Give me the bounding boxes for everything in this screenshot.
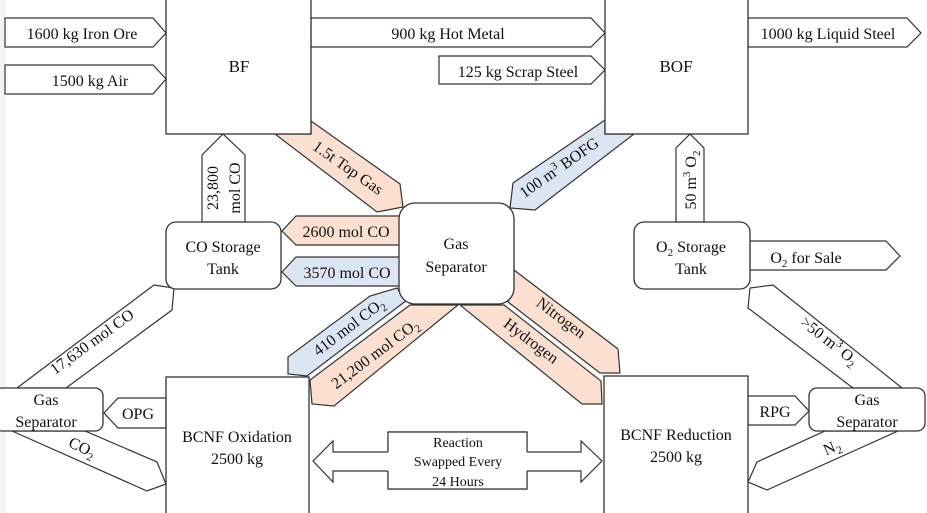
flow-rpg-label: RPG xyxy=(759,404,791,421)
flow-o2-to-bof-sup: 3 xyxy=(681,171,693,177)
flow-n2-right-arrow xyxy=(747,430,899,491)
flow-co-3570-label: 3570 mol CO xyxy=(303,265,390,282)
flow-iron-ore: 1600 kg Iron Ore xyxy=(4,17,167,48)
flow-iron-ore-label: 1600 kg Iron Ore xyxy=(27,26,138,43)
node-gas-separator-center-line2: Separator xyxy=(425,259,487,276)
flow-o2-50-plus-sub: 2 xyxy=(844,359,856,372)
reaction-swap-line1: Reaction xyxy=(433,436,483,451)
flow-n2-right-sub: 2 xyxy=(835,444,845,457)
flow-rpg: RPG xyxy=(747,395,810,426)
flow-o2-for-sale-prefix: O xyxy=(770,250,782,267)
flow-co-3570: 3570 mol CO xyxy=(281,256,401,287)
node-gas-separator-left: Gas Separator xyxy=(0,387,104,432)
flow-n2-right: N2 xyxy=(747,430,899,491)
node-bcnf-reduction-line2: 2500 kg xyxy=(650,449,702,466)
flow-o2-for-sale: O2 for Sale xyxy=(749,240,901,271)
flow-scrap-steel-arrow xyxy=(438,55,606,85)
flow-air-label: 1500 kg Air xyxy=(52,73,129,90)
flow-hot-metal-label: 900 kg Hot Metal xyxy=(391,26,505,43)
flow-co-to-bf: 23,800 mol CO xyxy=(201,133,246,223)
node-bof: BOF xyxy=(604,0,749,135)
node-gas-separator-center: Gas Separator xyxy=(398,202,515,305)
reaction-swap-line2: Swapped Every xyxy=(414,455,502,470)
node-bcnf-oxidation-line2: 2500 kg xyxy=(211,451,263,468)
node-bcnf-oxidation-box xyxy=(165,376,310,513)
node-gas-separator-left-box xyxy=(0,387,104,432)
node-bf-label: BF xyxy=(229,57,250,76)
flow-liquid-steel: 1000 kg Liquid Steel xyxy=(747,17,922,48)
o2-storage-suffix: Storage xyxy=(673,239,726,256)
node-co-storage-tank: CO Storage Tank xyxy=(165,221,282,290)
flow-air-arrow xyxy=(4,64,167,95)
flow-co2-left-sub: 2 xyxy=(85,451,95,464)
node-o2-storage-tank-line2: Tank xyxy=(675,261,707,278)
flow-o2-50-plus: >50 m3 O2 xyxy=(747,284,904,389)
node-co-storage-tank-line2: Tank xyxy=(207,261,239,278)
flow-opg: OPG xyxy=(103,397,167,429)
node-gas-separator-left-line2: Separator xyxy=(15,414,77,431)
page-edge xyxy=(0,0,6,513)
flow-o2-for-sale-suffix: for Sale xyxy=(787,250,841,267)
node-gas-separator-center-line1: Gas xyxy=(444,236,469,253)
flow-iron-ore-arrow xyxy=(4,17,167,48)
node-co-storage-tank-line1: CO Storage xyxy=(185,239,260,256)
flow-co-17630: 17,630 mol CO xyxy=(15,284,175,389)
flow-hot-metal: 900 kg Hot Metal xyxy=(310,17,606,48)
flow-o2-for-sale-sub: 2 xyxy=(782,258,788,270)
flow-o2-to-bof-prefix: 50 m xyxy=(683,177,700,210)
reaction-swap-label-bg xyxy=(388,432,527,489)
node-bcnf-reduction: BCNF Reduction 2500 kg xyxy=(603,375,749,513)
flow-co-2600-label: 2600 mol CO xyxy=(302,224,389,241)
flow-o2-to-bof-sub: 2 xyxy=(691,150,703,156)
node-gas-separator-right-line2: Separator xyxy=(836,414,898,431)
flow-co-2600: 2600 mol CO xyxy=(281,215,401,246)
node-o2-storage-tank: O2 Storage Tank xyxy=(633,221,751,290)
flow-o2-to-bof: 50 m3 O2 xyxy=(675,133,705,223)
flow-co-to-bf-line2: mol CO xyxy=(227,162,244,213)
node-bof-box xyxy=(604,0,749,135)
flow-co2-left: CO2 xyxy=(11,430,167,492)
node-bf-box xyxy=(165,0,312,135)
node-gas-separator-right-box xyxy=(808,387,926,432)
node-bcnf-oxidation-line1: BCNF Oxidation xyxy=(182,429,292,446)
flow-co-to-bf-line1: 23,800 xyxy=(205,166,222,210)
flow-opg-label: OPG xyxy=(122,406,154,423)
node-gas-separator-center-box xyxy=(398,202,515,305)
flow-co2-21200-sub: 2 xyxy=(412,323,424,336)
o2-storage-prefix: O xyxy=(656,239,668,256)
node-o2-storage-tank-line1: O2 Storage xyxy=(656,239,726,259)
flow-scrap-steel: 125 kg Scrap Steel xyxy=(438,55,606,85)
flow-o2-to-bof-mid: O xyxy=(683,156,700,172)
node-gas-separator-left-line1: Gas xyxy=(34,392,59,409)
flow-co2-410-sub: 2 xyxy=(378,302,390,315)
flow-co2-21200-arrow xyxy=(309,304,460,407)
node-bf: BF xyxy=(165,0,312,135)
node-gas-separator-right: Gas Separator xyxy=(808,387,926,432)
o2-storage-sub: 2 xyxy=(668,247,674,259)
node-bcnf-oxidation: BCNF Oxidation 2500 kg xyxy=(165,376,310,513)
node-co-storage-tank-box xyxy=(165,221,282,290)
node-o2-storage-tank-box xyxy=(633,221,751,290)
node-bof-label: BOF xyxy=(659,57,692,76)
flow-liquid-steel-label: 1000 kg Liquid Steel xyxy=(761,26,896,43)
node-bcnf-reduction-box xyxy=(603,375,749,513)
flow-air: 1500 kg Air xyxy=(4,64,167,95)
flow-hydrogen-arrow xyxy=(458,304,603,405)
flow-o2-for-sale-label: O2 for Sale xyxy=(770,250,841,270)
flow-bofg-sup: 3 xyxy=(549,160,561,173)
flow-o2-to-bof-label: 50 m3 O2 xyxy=(681,150,703,209)
reaction-swap-line3: 24 Hours xyxy=(432,475,484,490)
node-bcnf-reduction-line1: BCNF Reduction xyxy=(620,427,732,444)
node-gas-separator-right-line1: Gas xyxy=(855,392,880,409)
reaction-swap-arrow-group: Reaction Swapped Every 24 Hours xyxy=(312,431,603,490)
flow-scrap-steel-label: 125 kg Scrap Steel xyxy=(458,64,579,81)
